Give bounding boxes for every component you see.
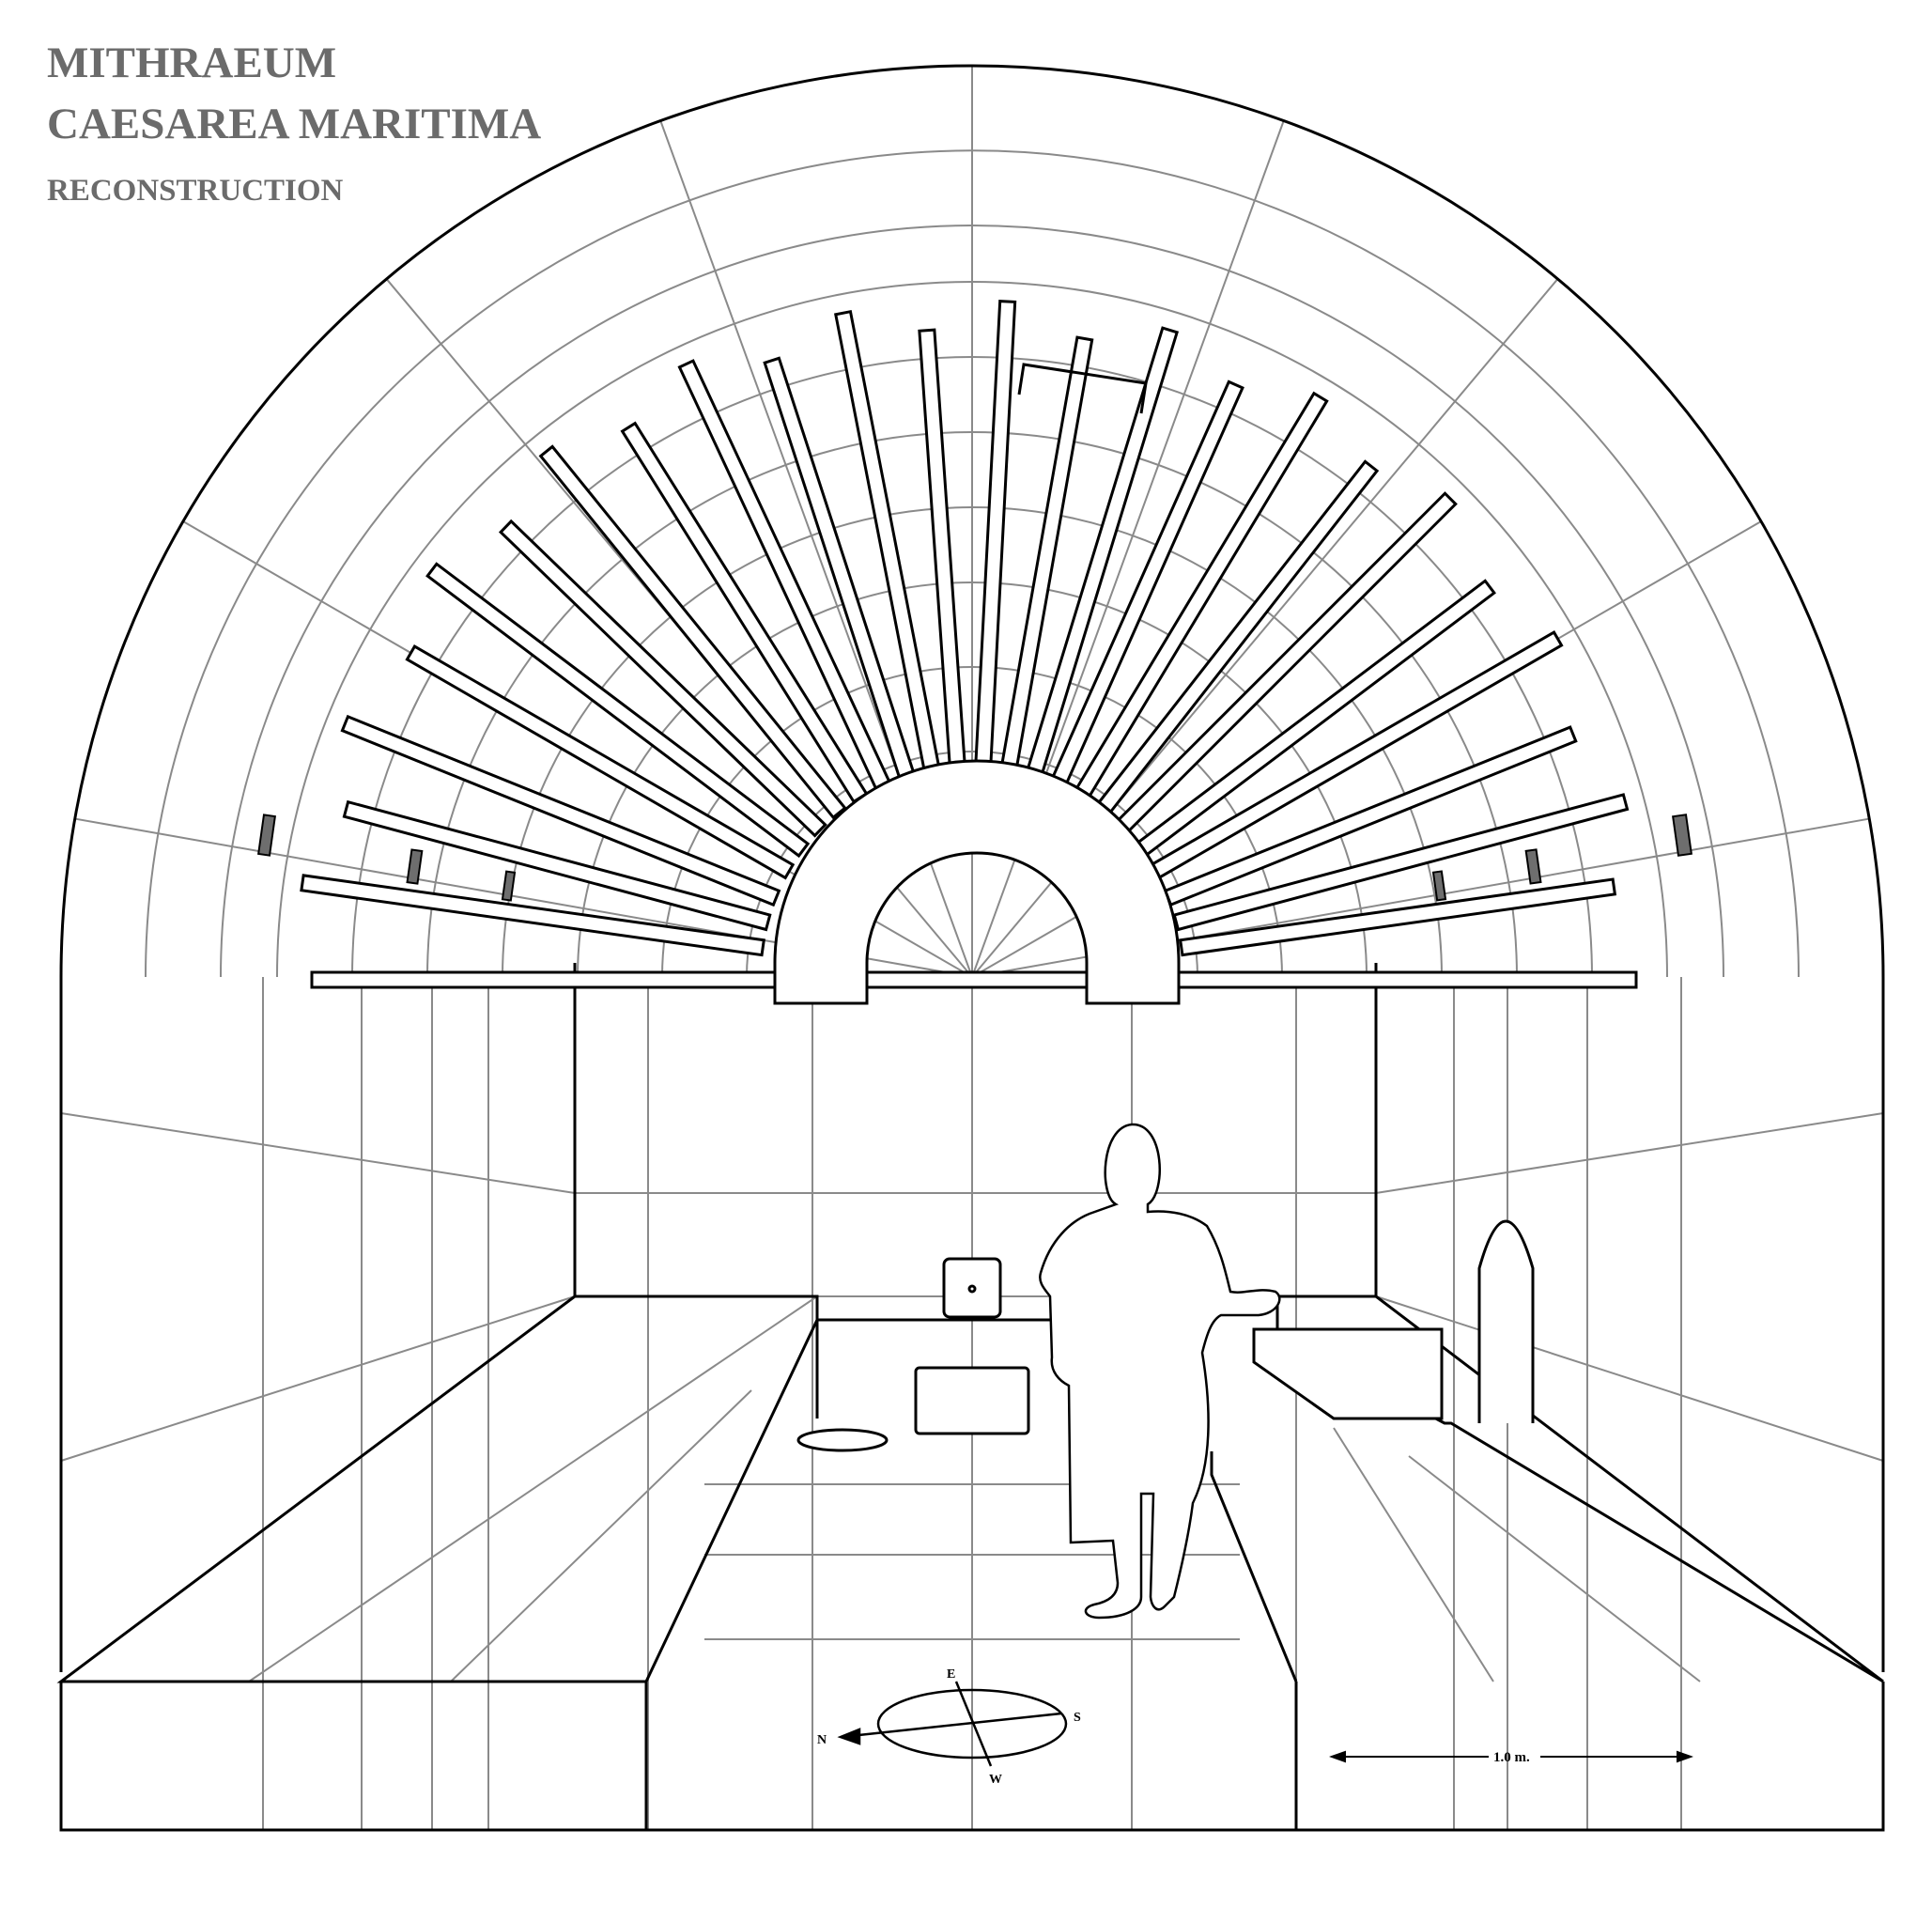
scale-bar-label: 1.0 m. [1493,1750,1530,1765]
compass-south-label: S [1074,1711,1081,1725]
compass-west-label: W [989,1773,1002,1787]
window-right-1 [1431,870,1447,902]
title-line-2: CAESAREA MARITIMA [47,100,542,148]
sun-ray-20 [425,562,811,859]
robed-figure [1039,1123,1281,1620]
right-podium-inner-edge [1210,1451,1298,1682]
compass-east-label: E [947,1667,955,1682]
guide-perspective-7 [1408,1455,1701,1682]
sun-ray-18 [538,444,847,820]
compass-ellipse [876,1688,1068,1760]
window-left-2 [406,848,424,885]
compass-rose [837,1681,1068,1767]
sun-ray-19 [498,519,827,838]
sun-ray-21 [405,644,796,880]
compass-ew-line [954,1681,993,1767]
vault-arch [59,64,1885,1672]
sun-ray-24 [300,874,765,957]
title-line-1: MITHRAEUM [47,39,337,87]
guide-perspective-6 [450,1389,752,1682]
back-wall [573,963,1378,1296]
horizontal-beam [310,970,1638,989]
guide-perspective-2 [60,1295,576,1462]
guide-perspective-5 [248,1295,818,1682]
altars [796,1219,1535,1452]
scale-bar [1329,1750,1693,1763]
floor-basin [796,1428,889,1452]
window-right-3 [1672,814,1692,857]
sun-ray-1 [1179,877,1617,957]
low-altar [914,1366,1030,1435]
window-left-3 [501,870,517,902]
arched-niche [1477,1219,1535,1423]
guide-perspective-1 [60,1112,576,1194]
left-podium [56,1295,819,1832]
compass-north-label: N [817,1733,827,1747]
central-aisle [644,1318,1296,1832]
sun-ray-2 [1172,793,1630,932]
compass-ns-line [849,1712,1062,1738]
guide-perspective-4 [1375,1295,1884,1462]
altar-mark [967,1284,977,1294]
vault-windows [257,814,1692,902]
sun-ray-22 [340,714,781,907]
title-line-3: RECONSTRUCTION [47,174,344,208]
guide-perspective-8 [1333,1427,1494,1682]
sun-ray-23 [342,799,772,932]
guide-perspective-3 [1375,1112,1884,1194]
window-left-1 [257,814,276,857]
zenith-bracket [1017,363,1148,414]
sun-ray-12 [974,299,1017,768]
perspective-guides [60,66,1884,1830]
right-bench-block [1252,1327,1444,1420]
sun-rays [300,299,1630,957]
window-right-2 [1524,848,1542,885]
compass-arrowhead [837,1728,861,1745]
central-arch [773,759,1181,1005]
